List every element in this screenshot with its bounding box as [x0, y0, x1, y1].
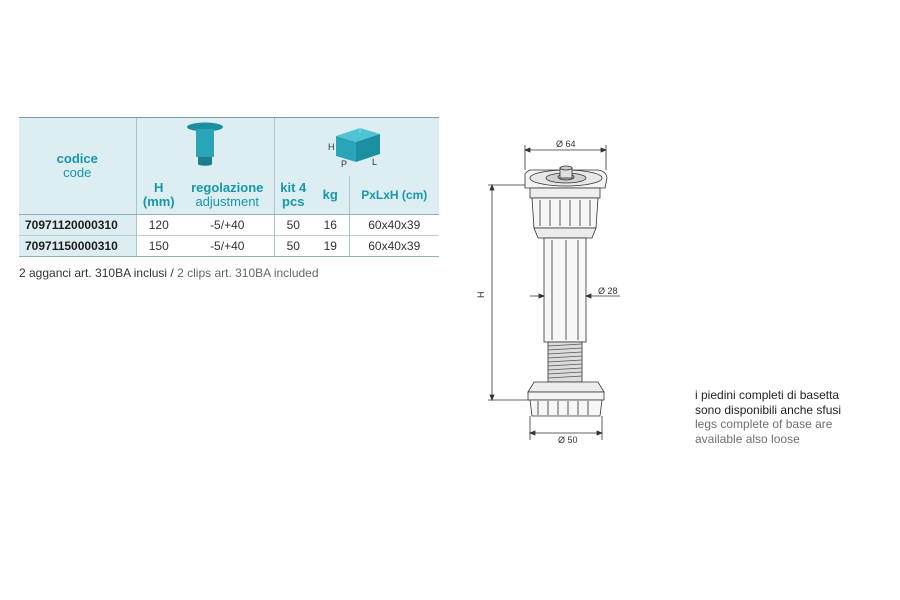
table-row: 70971120000310 120 -5/+40 50 16 60x40x39 — [19, 214, 439, 236]
h-header-label: H — [154, 179, 164, 195]
note-en-line2: available also loose — [695, 431, 800, 446]
dim-top-label: Ø 64 — [556, 139, 576, 149]
table-row: 70971150000310 150 -5/+40 50 19 60x40x39 — [19, 235, 439, 257]
adjustment-header: regolazione adjustment — [181, 175, 274, 215]
kit-header-label: kit 4 — [280, 179, 307, 195]
row-adjustment: -5/+40 — [181, 235, 274, 257]
row-kit: 50 — [273, 214, 312, 236]
row-h: 150 — [135, 235, 181, 257]
row-adjustment: -5/+40 — [210, 218, 245, 232]
box-l-label: L — [372, 157, 377, 167]
dim-bottom-label: Ø 50 — [558, 435, 578, 445]
kg-header-label: kg — [322, 186, 338, 202]
code-header: codice code — [19, 117, 136, 215]
h-header: H (mm) — [135, 175, 181, 215]
code-header-en: code — [63, 165, 92, 180]
leg-icon — [187, 122, 223, 167]
loose-legs-note: i piedini completi di basetta sono dispo… — [695, 388, 841, 446]
dim-height-label: H — [476, 292, 486, 299]
row-kg: 19 — [312, 235, 349, 257]
box-icon: H P L — [328, 128, 380, 169]
dims-header: PxLxH (cm) — [348, 175, 439, 215]
kg-header: kg — [312, 175, 349, 215]
box-p-label: P — [341, 159, 347, 168]
box-h-label: H — [328, 142, 335, 152]
code-header-it: codice — [56, 151, 98, 166]
h-header-unit: (mm) — [142, 193, 175, 209]
row-h: 120 — [135, 214, 181, 236]
dims-header-label: PxLxH (cm) — [361, 187, 428, 202]
leg-icon-cell — [135, 116, 274, 176]
row-dims: 60x40x39 — [348, 214, 439, 236]
row-code: 70971150000310 — [19, 235, 136, 257]
leg-technical-drawing: Ø 64 Ø 28 Ø 50 H — [476, 139, 620, 445]
kit-header: kit 4 pcs — [273, 175, 312, 215]
note-it-line2: sono disponibili anche sfusi — [695, 402, 842, 417]
caption-en: 2 clips art. 310BA included — [173, 266, 319, 280]
row-kg: 16 — [323, 218, 337, 232]
clips-caption: 2 agganci art. 310BA inclusi / 2 clips a… — [19, 266, 319, 280]
caption-it: 2 agganci art. 310BA inclusi / — [19, 266, 174, 280]
spec-table: codice code H P L H (m — [19, 116, 439, 257]
adjustment-header-en: adjustment — [195, 193, 260, 209]
adjustment-header-it: regolazione — [191, 179, 264, 195]
box-icon-cell: H P L — [273, 116, 439, 176]
row-kit: 50 — [273, 235, 312, 257]
header-label-row: H (mm) regolazione adjustment kit 4 pcs … — [19, 175, 439, 215]
header-icon-row: codice code H P L — [19, 116, 439, 215]
kit-header-unit: pcs — [282, 193, 305, 209]
row-dims: 60x40x39 — [348, 235, 439, 257]
note-it-line1: i piedini completi di basetta — [695, 388, 840, 402]
dim-mid-label: Ø 28 — [598, 286, 618, 296]
note-en-line1: legs complete of base are — [695, 417, 833, 431]
row-code: 70971120000310 — [19, 214, 136, 236]
